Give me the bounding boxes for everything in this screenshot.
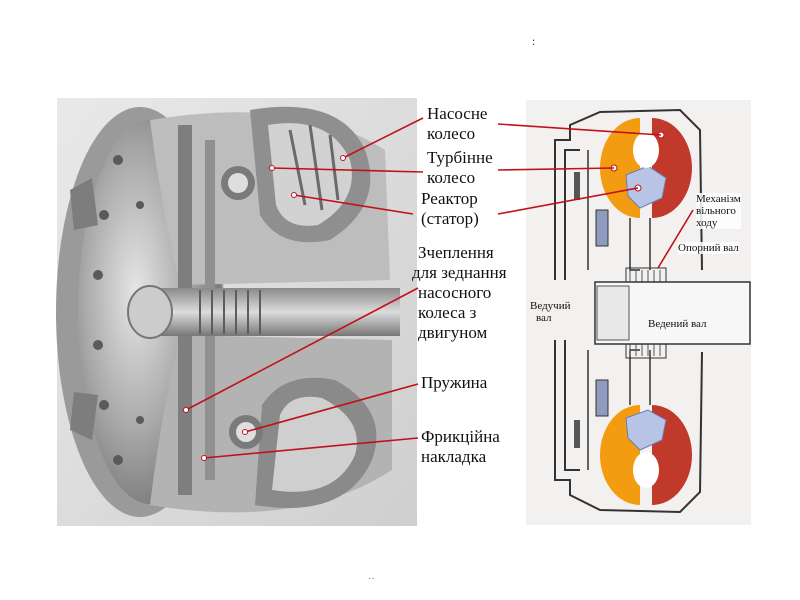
label-friction-line-2: накладка xyxy=(421,447,487,466)
leader-freewheel xyxy=(657,209,694,269)
label-pump-wheel: Насосне колесо xyxy=(427,104,487,144)
label-turbine-wheel: Турбінне колесо xyxy=(427,148,493,188)
label-freewheel-line-3: ходу xyxy=(696,217,718,229)
footer-mark: ·· xyxy=(368,574,375,585)
label-friction-lining: Фрикційна накладка xyxy=(421,427,500,467)
label-clutch-line-5: двигуном xyxy=(418,323,488,342)
leader-reactor-right xyxy=(497,187,639,215)
stator-lower xyxy=(625,409,667,451)
label-clutch-line-2: для зеднання xyxy=(412,263,507,282)
leader-pump-right xyxy=(497,123,662,136)
label-friction-line-1: Фрикційна xyxy=(421,427,500,446)
label-driven-shaft: Ведений вал xyxy=(648,318,707,330)
label-clutch-line-1: Зчеплення xyxy=(418,243,494,262)
label-drive-shaft: Ведучий вал xyxy=(530,300,570,324)
leader-pump-left xyxy=(342,117,424,159)
schematic-housing xyxy=(554,108,703,514)
leader-turbine-left xyxy=(271,167,424,173)
label-freewheel-line-1: Механізм xyxy=(696,193,741,205)
header-mark: : xyxy=(532,34,536,48)
label-clutch-line-4: колеса з xyxy=(418,303,477,322)
label-freewheel-line-2: вільного xyxy=(696,205,736,217)
label-turbine-line-2: колесо xyxy=(427,168,476,187)
label-reactor-line-1: Реактор xyxy=(421,189,478,208)
cutaway-photo-area xyxy=(56,98,417,526)
label-drive-shaft-line-2: вал xyxy=(536,312,552,324)
leader-turbine-right xyxy=(497,167,615,171)
label-freewheel: Механізм вільного ходу xyxy=(696,193,741,229)
leader-clutch xyxy=(185,287,419,411)
schematic-shaft xyxy=(594,267,751,359)
leader-spring xyxy=(244,383,419,433)
label-reactor: Реактор (статор) xyxy=(421,189,479,229)
label-reactor-line-2: (статор) xyxy=(421,209,479,228)
schematic-springs xyxy=(574,172,609,448)
label-clutch: Зчеплення для зеднання насосного колеса … xyxy=(412,243,507,343)
leader-reactor-left xyxy=(293,194,414,215)
label-turbine-line-1: Турбінне xyxy=(427,148,493,167)
label-support-shaft: Опорний вал xyxy=(678,242,739,254)
label-spring: Пружина xyxy=(421,373,488,392)
label-clutch-line-3: насосного xyxy=(418,283,492,302)
label-drive-shaft-line-1: Ведучий xyxy=(530,300,571,312)
leader-friction xyxy=(203,437,419,459)
lower-torus xyxy=(600,405,692,505)
label-pump-line-1: Насосне xyxy=(427,104,488,123)
label-pump-line-2: колесо xyxy=(427,124,476,143)
